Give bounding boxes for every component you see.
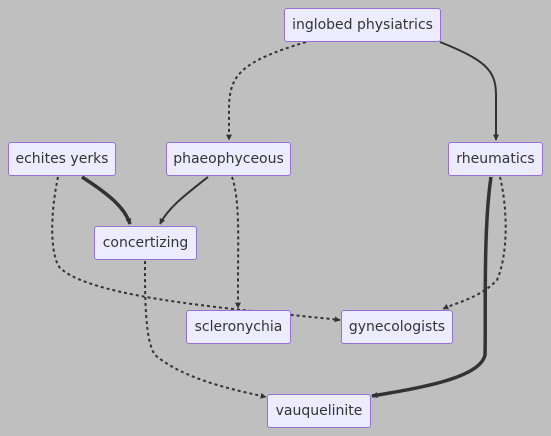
node-vauquelinite[interactable]: vauquelinite [267, 394, 371, 428]
node-concertizing[interactable]: concertizing [94, 226, 197, 260]
node-echites-yerks[interactable]: echites yerks [8, 142, 116, 176]
edge-echites-yerks-to-gynecologists [51, 176, 341, 323]
edge-phaeophyceous-to-scleronychia [231, 176, 241, 309]
node-phaeophyceous[interactable]: phaeophyceous [166, 142, 291, 176]
edge-rheumatics-to-vauquelinite [371, 176, 493, 399]
edge-inglobed-physiatrics-to-rheumatics [439, 41, 499, 141]
node-inglobed-physiatrics[interactable]: inglobed physiatrics [284, 8, 441, 42]
edge-rheumatics-to-gynecologists [442, 176, 507, 310]
edge-echites-yerks-to-concertizing [81, 175, 132, 225]
node-scleronychia[interactable]: scleronychia [186, 310, 291, 344]
node-rheumatics[interactable]: rheumatics [448, 142, 543, 176]
edge-phaeophyceous-to-concertizing [159, 176, 209, 225]
edge-inglobed-physiatrics-to-phaeophyceous [226, 41, 307, 141]
edge-concertizing-to-vauquelinite [144, 260, 267, 399]
node-gynecologists[interactable]: gynecologists [341, 310, 453, 344]
